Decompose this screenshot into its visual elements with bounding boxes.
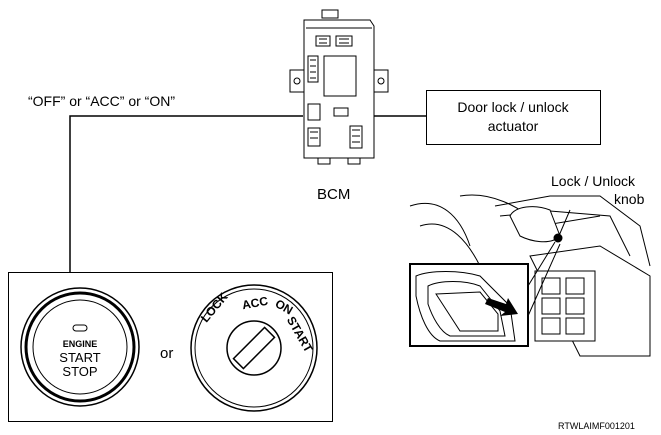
bcm-label: BCM [317, 186, 351, 203]
door-trim-illustration [409, 194, 651, 357]
actuator-label-line2: actuator [487, 118, 539, 134]
bcm-module-icon [289, 9, 389, 165]
start-button-line2: START [59, 350, 101, 365]
ignition-key-cylinder-icon [190, 284, 318, 412]
actuator-label-line1: Door lock / unlock [457, 99, 569, 115]
start-button-line1: ENGINE [62, 339, 98, 349]
knob-label-line1: Lock / Unlock [551, 173, 636, 189]
actuator-box: Door lock / unlock actuator [426, 90, 601, 145]
engine-start-stop-button-icon [20, 287, 140, 407]
figure-code: RTWLAIMF001201 [558, 421, 635, 431]
start-button-line3: STOP [62, 364, 98, 379]
or-label: or [160, 345, 174, 362]
knob-label-line2: knob [614, 191, 645, 207]
signal-label: “OFF” or “ACC” or “ON” [28, 93, 175, 109]
